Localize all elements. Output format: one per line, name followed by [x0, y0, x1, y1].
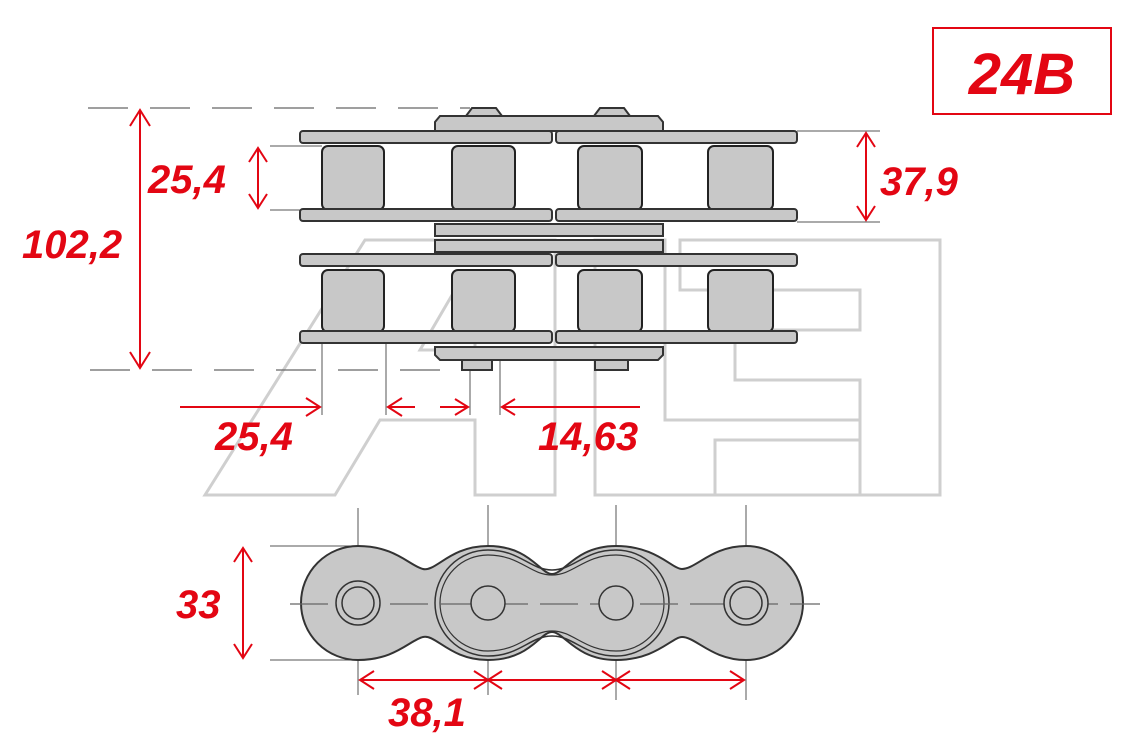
dimension-roller-diameter: 25,4 [180, 397, 415, 459]
dimension-pitch: 38,1 [358, 670, 746, 735]
dimension-inner-width: 25,4 [147, 146, 268, 210]
chain-top-view [88, 107, 880, 415]
plate-height-label: 33 [176, 583, 221, 627]
dimension-pin-diameter: 14,63 [440, 398, 640, 459]
pin-diameter-label: 14,63 [538, 415, 638, 459]
overall-width-label: 102,2 [22, 223, 122, 267]
roller-diameter-label: 25,4 [214, 415, 293, 459]
pitch-label: 38,1 [388, 691, 466, 735]
dimension-plate-height: 33 [176, 546, 253, 660]
inner-width-label: 25,4 [147, 158, 226, 202]
row-spacing-label: 37,9 [880, 160, 959, 204]
chain-side-view [270, 505, 820, 700]
rollers [321, 145, 774, 333]
chain-type-badge: 24B [932, 27, 1112, 115]
dimension-row-spacing: 37,9 [856, 131, 959, 222]
chain-type-label: 24B [968, 42, 1075, 107]
dimension-overall-width: 102,2 [22, 108, 151, 370]
